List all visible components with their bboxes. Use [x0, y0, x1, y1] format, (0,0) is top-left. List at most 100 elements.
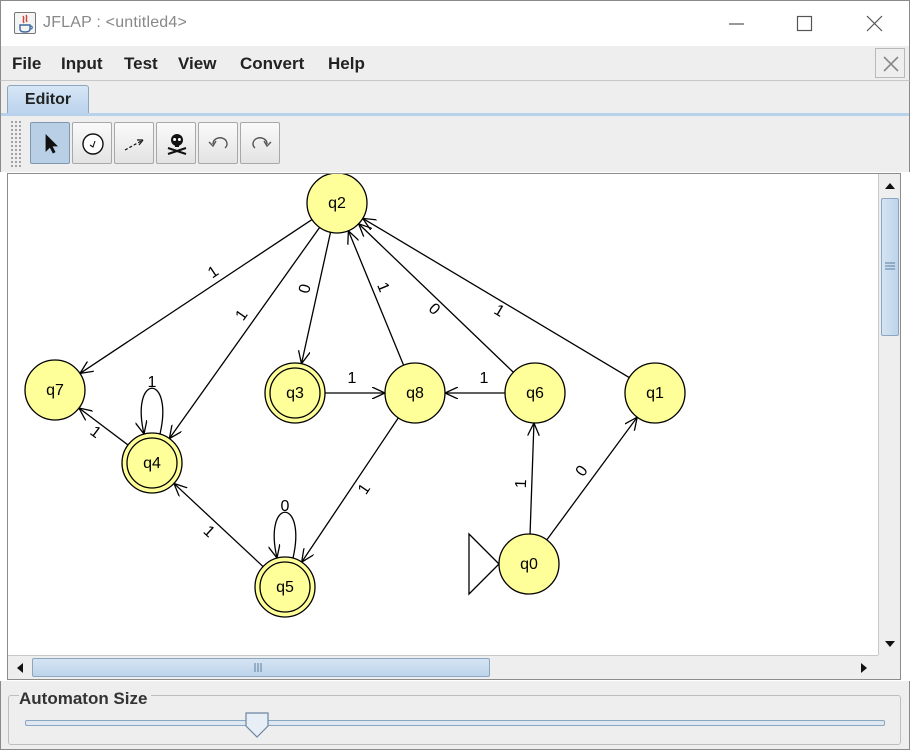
menu-test[interactable]: Test	[124, 54, 158, 73]
state-q5[interactable]: q5	[254, 556, 316, 618]
transition-q0-q1-label[interactable]: 0	[573, 463, 592, 480]
state-q4[interactable]: q4	[121, 432, 183, 494]
automaton-canvas[interactable]: 1 0 1 0 1 1 1 0 1 1 1 1 1 0 1 q0 q1 q2 q3 q4 q5 q6 q7 q8	[8, 174, 878, 656]
undo-icon	[208, 137, 228, 149]
transition-q3-q8-label[interactable]: 1	[348, 370, 357, 387]
transition-q8-q2-label[interactable]: 1	[373, 280, 392, 295]
menu-input[interactable]: Input	[61, 54, 103, 73]
transition-q6-q8-label[interactable]: 1	[480, 370, 489, 387]
transition-q6-q2-arrow[interactable]	[359, 224, 514, 373]
scroll-down-icon[interactable]	[880, 634, 900, 654]
state-label: q2	[328, 195, 346, 212]
transition-q4-q4-label[interactable]: 1	[148, 374, 157, 391]
editor-toolbar	[0, 116, 910, 172]
vertical-scrollbar[interactable]	[878, 174, 900, 656]
grip-lines-icon	[254, 663, 262, 672]
transition-q5-q5-arrow[interactable]	[274, 511, 297, 558]
state-q2[interactable]: q2	[306, 174, 368, 234]
transition-q2-q3-arrow[interactable]	[301, 232, 332, 363]
redo-button[interactable]	[240, 122, 280, 164]
state-q7[interactable]: q7	[24, 359, 86, 421]
transition-q0-q6-arrow[interactable]	[530, 423, 534, 535]
state-circle[interactable]	[384, 362, 446, 424]
menu-file[interactable]: File	[12, 54, 42, 73]
grip-lines-icon	[885, 262, 895, 270]
menu-help[interactable]: Help	[328, 54, 365, 73]
maximize-button[interactable]	[771, 1, 839, 47]
pointer-arrow-icon	[45, 134, 58, 154]
vertical-scroll-thumb[interactable]	[881, 198, 899, 336]
transition-q4-q7-arrow[interactable]	[79, 408, 129, 446]
skull-crossbones-icon	[167, 134, 187, 155]
transition-q4-q4-arrow[interactable]	[141, 387, 164, 434]
transition-q2-q7-label[interactable]: 1	[205, 263, 222, 282]
scroll-left-icon[interactable]	[10, 658, 30, 678]
window-title: JFLAP : <untitled4>	[43, 14, 188, 31]
state-label: q3	[286, 385, 304, 402]
state-circle[interactable]	[121, 432, 183, 494]
state-creator-tool[interactable]	[72, 122, 112, 164]
deleter-tool[interactable]	[156, 122, 196, 164]
state-q8[interactable]: q8	[384, 362, 446, 424]
horizontal-scrollbar[interactable]	[8, 655, 878, 679]
menu-view[interactable]: View	[178, 54, 217, 73]
transition-layer	[79, 218, 637, 568]
final-state-ring	[269, 367, 321, 419]
transition-q0-q1-arrow[interactable]	[546, 417, 637, 541]
scroll-up-icon[interactable]	[880, 176, 900, 196]
automaton-size-panel: Automaton Size	[0, 681, 910, 750]
automaton-size-slider[interactable]	[25, 720, 885, 726]
close-window-button[interactable]	[841, 1, 909, 47]
automaton-graph[interactable]: 1 0 1 0 1 1 1 0 1 1 1 1 1 0 1 q0 q1 q2 q3 q4 q5 q6 q7 q8	[8, 174, 878, 656]
state-circle[interactable]	[624, 362, 686, 424]
state-circle[interactable]	[306, 174, 368, 234]
state-q1[interactable]: q1	[624, 362, 686, 424]
state-circle[interactable]	[264, 362, 326, 424]
transition-q6-q2-label[interactable]: 0	[425, 300, 443, 319]
transition-q1-q2-label[interactable]: 1	[491, 302, 507, 321]
state-label: q6	[526, 385, 544, 402]
transition-q2-q4-label[interactable]: 1	[232, 307, 251, 324]
final-state-ring	[259, 561, 311, 613]
close-icon	[883, 56, 899, 72]
transition-q4-q7-label[interactable]: 1	[87, 423, 104, 442]
state-q3[interactable]: q3	[264, 362, 326, 424]
transition-creator-tool[interactable]	[114, 122, 154, 164]
transition-q2-q3-label[interactable]: 0	[296, 283, 315, 295]
attribute-editor-tool[interactable]	[30, 122, 70, 164]
maximize-icon	[796, 15, 813, 32]
menu-convert[interactable]: Convert	[240, 54, 305, 73]
toolbar-grip[interactable]	[10, 120, 22, 168]
minimize-icon	[729, 23, 744, 25]
undo-button[interactable]	[198, 122, 238, 164]
transition-q1-q2-arrow[interactable]	[363, 218, 630, 379]
scroll-right-icon[interactable]	[854, 658, 874, 678]
state-q0[interactable]: q0	[468, 532, 560, 596]
state-circle[interactable]	[24, 359, 86, 421]
scroll-corner	[878, 655, 900, 679]
state-circle[interactable]	[254, 556, 316, 618]
transition-q5-q5-label[interactable]: 0	[281, 498, 290, 515]
slider-thumb[interactable]	[245, 712, 269, 738]
transition-q5-q4-label[interactable]: 1	[200, 523, 218, 542]
state-circle[interactable]	[504, 362, 566, 424]
close-tab-button[interactable]	[875, 48, 905, 78]
state-label: q1	[646, 385, 664, 402]
horizontal-scroll-thumb[interactable]	[32, 658, 490, 677]
transition-q8-q2-arrow[interactable]	[348, 231, 405, 366]
tab-editor[interactable]: Editor	[7, 85, 89, 115]
state-circle[interactable]	[498, 533, 560, 595]
transition-q2-q7-arrow[interactable]	[80, 219, 313, 374]
state-layer: q0 q1 q2 q3 q4 q5 q6 q7 q8	[24, 174, 686, 618]
transition-q5-q4-arrow[interactable]	[174, 483, 264, 568]
size-group-border	[8, 695, 901, 745]
state-q6[interactable]: q6	[504, 362, 566, 424]
minimize-button[interactable]	[703, 1, 771, 47]
state-circle-icon	[82, 133, 104, 155]
redo-icon	[252, 137, 272, 149]
transition-q2-q4-arrow[interactable]	[169, 227, 321, 438]
transition-q0-q6-label[interactable]: 1	[513, 479, 530, 489]
editor-panel: 1 0 1 0 1 1 1 0 1 1 1 1 1 0 1 q0 q1 q2 q3 q4 q5 q6 q7 q8	[7, 173, 901, 680]
transition-q8-q5-label[interactable]: 1	[355, 481, 374, 498]
transition-q8-q5-arrow[interactable]	[302, 417, 399, 562]
